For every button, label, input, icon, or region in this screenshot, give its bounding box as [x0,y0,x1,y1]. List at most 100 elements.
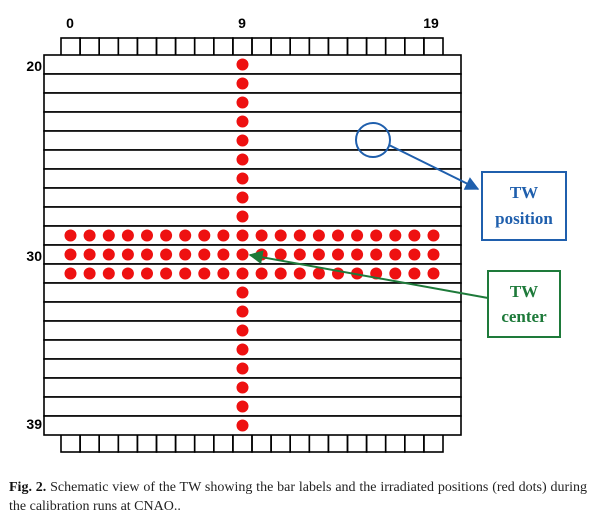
horizontal-bar-33 [43,301,462,322]
irradiated-dot-9-38 [236,400,249,413]
horizontal-bar-39 [43,415,462,436]
irradiated-dot-17-31 [389,267,402,280]
tw-position-box [481,171,567,241]
irradiated-dot-9-29 [236,229,249,242]
tw-position-label-line1: TW [510,183,538,202]
irradiated-dot-5-29 [160,229,173,242]
irradiated-dot-9-27 [236,191,249,204]
horizontal-bar-24 [43,130,462,151]
irradiated-dot-9-21 [236,77,249,90]
irradiated-dot-5-31 [160,267,173,280]
irradiated-dot-15-30 [351,248,364,261]
irradiated-dot-1-30 [83,248,96,261]
irradiated-dot-0-30 [64,248,77,261]
figure-caption-label: Fig. 2. [9,480,47,495]
irradiated-dot-3-31 [121,267,134,280]
irradiated-dot-0-31 [64,267,77,280]
tw-center-label-line1: TW [510,282,538,301]
tw-position-marker-circle [355,122,391,158]
irradiated-dot-3-30 [121,248,134,261]
tw-position-label-line2: position [495,209,553,228]
irradiated-dot-6-31 [179,267,192,280]
irradiated-dot-9-39 [236,419,249,432]
irradiated-dot-9-28 [236,210,249,223]
irradiated-dot-15-29 [351,229,364,242]
irradiated-dot-12-31 [293,267,306,280]
left-label-center: 30 [26,248,42,264]
irradiated-dot-10-29 [255,229,268,242]
tw-center-arrow [248,250,489,299]
horizontal-bar-36 [43,358,462,379]
irradiated-dot-9-24 [236,134,249,147]
horizontal-bar-layer [43,54,462,436]
irradiated-dot-11-31 [274,267,287,280]
horizontal-bar-21 [43,73,462,94]
irradiated-dot-9-25 [236,153,249,166]
tw-position-arrow [388,144,480,190]
irradiated-dot-13-30 [312,248,325,261]
irradiated-dot-18-30 [408,248,421,261]
irradiated-dot-9-37 [236,381,249,394]
horizontal-bar-23 [43,111,462,132]
irradiated-dot-18-29 [408,229,421,242]
irradiated-dot-4-29 [141,229,153,242]
irradiated-dot-17-29 [389,229,402,242]
irradiated-dot-19-29 [427,229,440,242]
irradiated-dot-9-22 [236,96,249,109]
top-label-first: 0 [66,15,74,31]
irradiated-dot-11-29 [274,229,287,242]
irradiated-dot-13-31 [312,267,325,280]
horizontal-bar-25 [43,149,462,170]
top-label-center: 9 [238,15,246,31]
horizontal-bar-28 [43,206,462,227]
irradiated-dot-0-29 [64,229,77,242]
irradiated-dot-9-36 [236,362,249,375]
horizontal-bar-27 [43,187,462,208]
irradiated-dot-16-30 [370,248,383,261]
irradiated-dot-5-30 [160,248,173,261]
irradiated-dot-13-29 [312,229,325,242]
irradiated-dot-9-26 [236,172,249,185]
irradiated-dot-6-30 [179,248,192,261]
tw-center-box [487,270,561,338]
irradiated-dot-1-31 [83,267,96,280]
irradiated-dot-2-31 [102,267,115,280]
irradiated-dot-9-35 [236,343,249,356]
irradiated-dot-7-29 [198,229,211,242]
irradiated-dot-6-29 [179,229,192,242]
irradiated-dot-7-31 [198,267,211,280]
irradiated-dot-17-30 [389,248,402,261]
horizontal-bar-38 [43,396,462,417]
irradiated-dot-7-30 [198,248,211,261]
irradiated-dot-9-30 [236,248,249,261]
figure-caption-text: Schematic view of the TW showing the bar… [9,480,587,514]
horizontal-bar-37 [43,377,462,398]
horizontal-bar-26 [43,168,462,189]
irradiated-dot-19-31 [427,267,440,280]
irradiated-dot-9-33 [236,305,249,318]
irradiated-dot-12-30 [293,248,306,261]
horizontal-bar-32 [43,282,462,303]
irradiated-dot-8-31 [217,267,230,280]
irradiated-dot-9-34 [236,324,249,337]
irradiated-dot-2-30 [102,248,115,261]
irradiated-dot-8-30 [217,248,230,261]
top-label-last: 19 [423,15,439,31]
horizontal-bar-22 [43,92,462,113]
irradiated-dot-11-30 [274,248,287,261]
irradiated-dot-14-29 [332,229,344,242]
left-label-first: 20 [26,58,42,74]
tw-schematic-figure: 0 9 19 20 30 39 TW position TW center [26,15,567,453]
irradiated-dot-4-31 [141,267,153,280]
irradiated-dot-19-30 [427,248,440,261]
irradiated-dot-8-29 [217,229,230,242]
irradiated-dot-1-29 [83,229,96,242]
horizontal-bar-20 [43,54,462,75]
irradiated-dot-4-30 [141,248,153,261]
irradiated-dot-3-29 [121,229,134,242]
irradiated-dot-10-31 [255,267,268,280]
irradiated-dot-14-30 [332,248,344,261]
tw-diagram: 0 9 19 20 30 39 TW position TW center [26,15,567,453]
irradiated-dots-layer [64,58,440,432]
irradiated-dot-16-29 [370,229,383,242]
